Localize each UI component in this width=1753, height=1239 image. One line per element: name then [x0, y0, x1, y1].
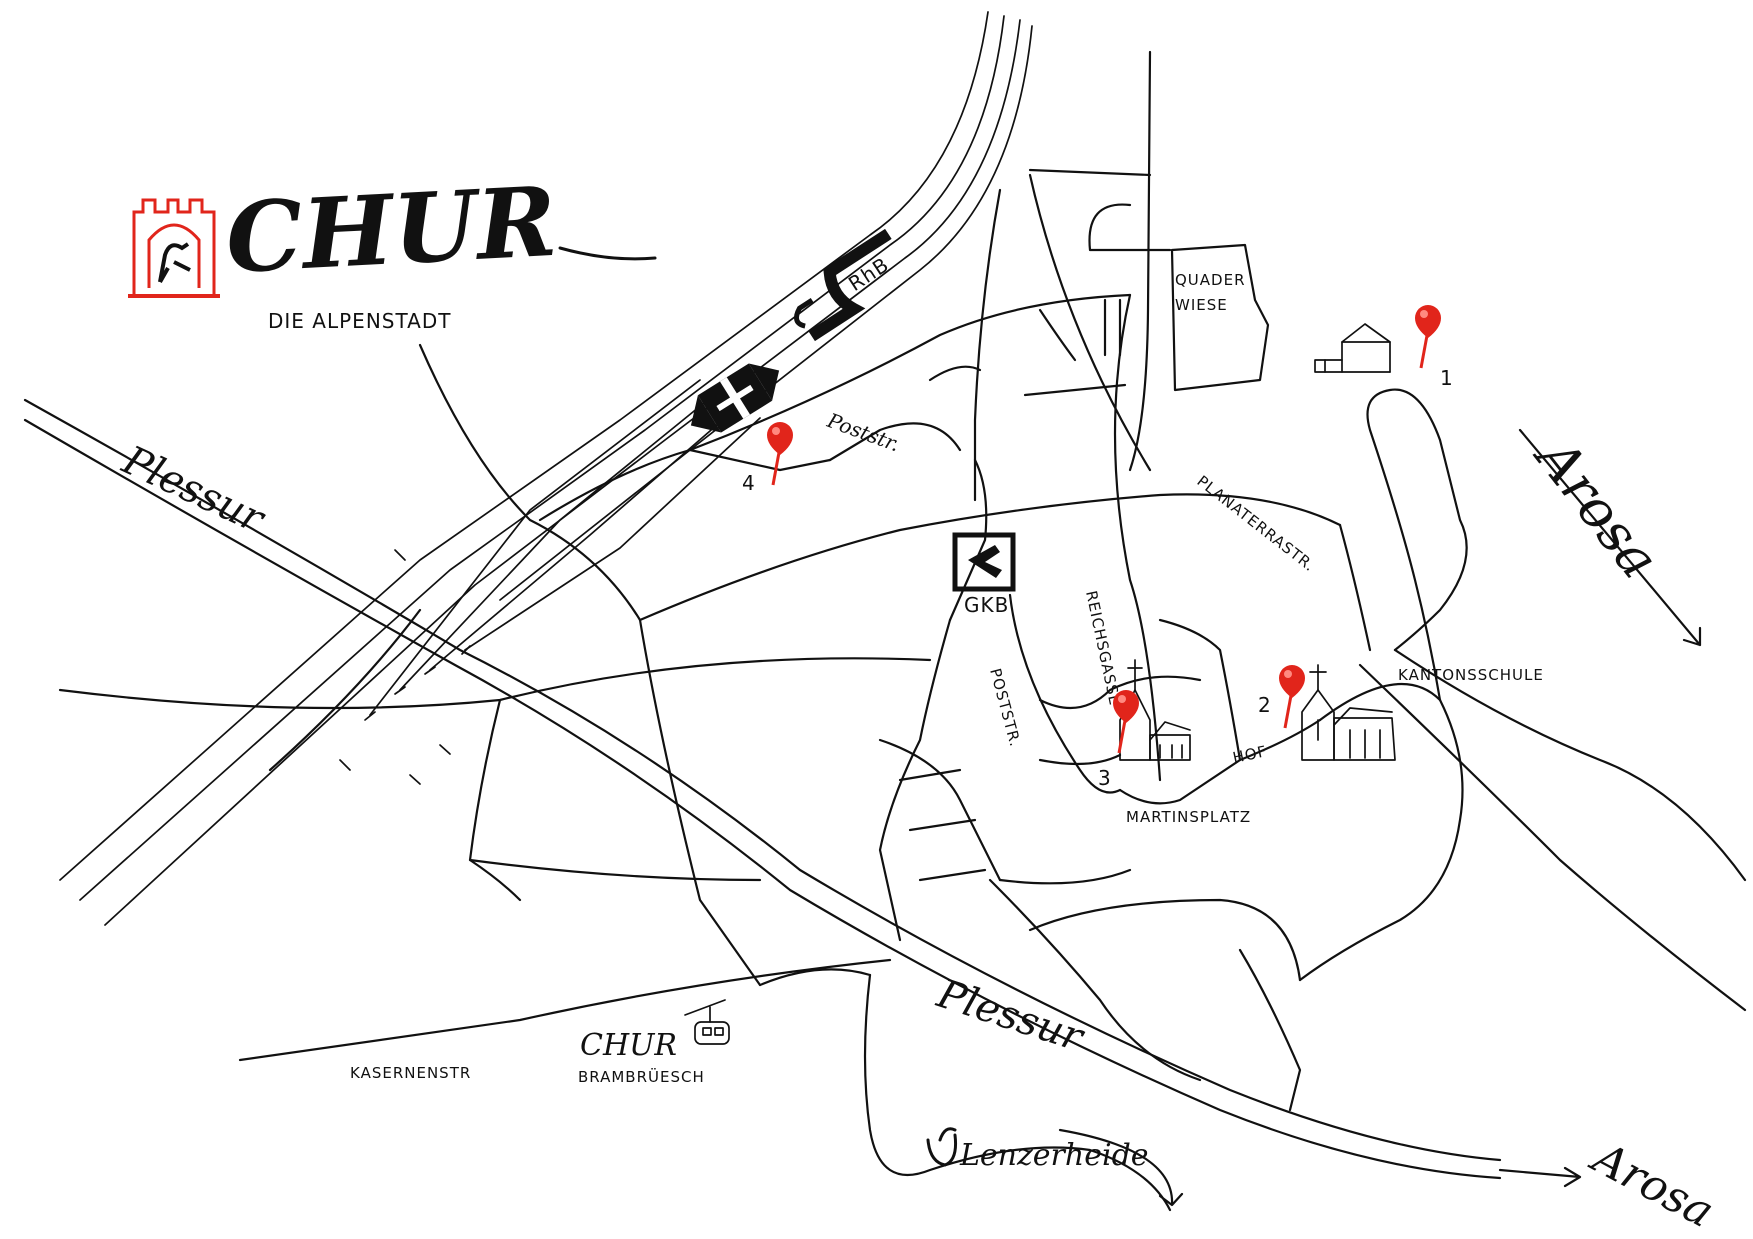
brambruesch-label: CHUR BRAMBRÜESCH	[578, 1028, 705, 1086]
church-icon	[1119, 659, 1191, 761]
rhb-icon: RhB	[793, 228, 893, 342]
kantonsschule-label: KANTONSSCHULE	[1398, 666, 1544, 684]
gkb-icon: GKB	[952, 532, 1016, 617]
brambruesch-name-label: BRAMBRÜESCH	[578, 1067, 705, 1086]
page-title: CHUR	[223, 165, 559, 295]
reichsgasse-label: REICHSGASSE	[1082, 589, 1124, 707]
arosa-label-upper: Arosa	[1522, 423, 1672, 590]
quaderwiese-label-2: WIESE	[1175, 296, 1228, 314]
cable-car-icon	[684, 999, 730, 1045]
arosa-arrow-upper	[1518, 428, 1702, 647]
kasernenstrasse-label: KASERNENSTR	[350, 1064, 471, 1082]
brambruesch-chur-label: CHUR	[580, 1028, 677, 1063]
plessur-label-west: Plessur	[115, 437, 273, 543]
arosa-arrow-lower	[1498, 1166, 1582, 1188]
plessur-label-east: Plessur	[931, 970, 1091, 1061]
lenzerheide-icon	[926, 1127, 957, 1167]
map-pin-icon[interactable]	[765, 420, 795, 487]
railway-tracks	[59, 11, 1033, 926]
cathedral-icon	[1301, 664, 1396, 761]
kantonsschule-building-icon	[1314, 323, 1391, 373]
coat-of-arms-icon	[128, 198, 220, 298]
map-pin-icon[interactable]	[1111, 688, 1141, 755]
map-pin-icon[interactable]	[1277, 663, 1307, 730]
map-pin-icon[interactable]	[1413, 303, 1443, 370]
quaderwiese-area	[1170, 243, 1270, 392]
marker-number-1: 1	[1440, 366, 1453, 390]
marker-number-4: 4	[742, 471, 755, 495]
planaterrastrasse-label: PLANATERRASTR.	[1194, 472, 1319, 575]
lenzerheide-arrow	[1058, 1128, 1184, 1207]
marker-number-3: 3	[1098, 766, 1111, 790]
sbb-station-icon	[690, 363, 780, 433]
martinsplatz-label: MARTINSPLATZ	[1126, 808, 1251, 826]
poststrasse-label-mid: POSTSTR.	[986, 666, 1024, 749]
marker-number-2: 2	[1258, 693, 1271, 717]
gkb-label: GKB	[964, 593, 1009, 617]
lenzerheide-label: Lenzerheide	[959, 1138, 1149, 1173]
poststrasse-label-top: Poststr.	[823, 408, 903, 457]
arosa-label-lower: Arosa	[1581, 1131, 1722, 1238]
quaderwiese-label-1: QUADER	[1175, 271, 1246, 289]
page-subtitle: DIE ALPENSTADT	[268, 309, 451, 333]
road-network	[238, 50, 1747, 1212]
